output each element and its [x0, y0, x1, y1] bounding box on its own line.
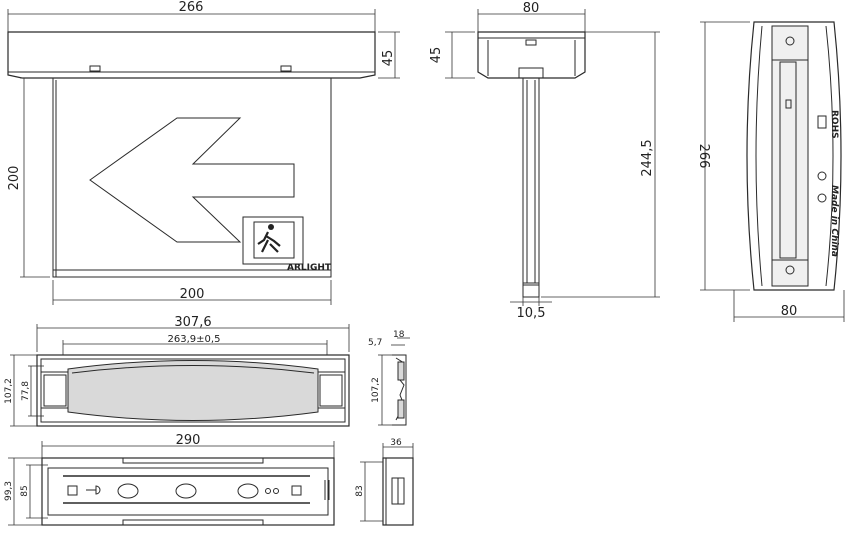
bottom-side-dim-a: 5,7	[368, 338, 382, 348]
mount-length-dim: 290	[176, 433, 201, 448]
bottom-total-length-dim: 307,6	[174, 315, 211, 330]
rohs-label: ROHS	[829, 110, 839, 139]
side-view: 80 45 244,5 10,5	[429, 1, 660, 321]
bottom-side-view: 5,7 18 107,2	[368, 330, 410, 426]
rear-length-dim: 266	[696, 144, 711, 169]
arrow-left-icon	[89, 117, 295, 243]
bottom-view: 307,6 263,9±0,5 107,2 77,8	[4, 315, 350, 427]
front-height-top-dim: 45	[381, 50, 396, 67]
side-width-dim: 80	[523, 1, 540, 16]
mount-inner-height-dim: 85	[20, 485, 30, 496]
front-width-dim: 266	[179, 0, 204, 15]
bottom-side-height-dim: 107,2	[371, 377, 381, 403]
keyhole-icon	[86, 485, 101, 495]
bottom-inner-length-dim: 263,9±0,5	[168, 334, 221, 345]
side-stem-width-dim: 10,5	[517, 306, 546, 321]
side-stem-height-dim: 244,5	[640, 139, 655, 176]
brand-logo: ARLIGHT	[287, 263, 332, 273]
made-in-label: Made in China	[829, 185, 839, 257]
side-height-top-dim: 45	[429, 47, 444, 64]
bottom-side-dim-b: 18	[393, 330, 405, 340]
rear-width-dim: 80	[781, 304, 798, 319]
front-panel-width-dim: 200	[180, 287, 205, 302]
mount-side-view: 36 83	[355, 438, 414, 526]
mount-side-width-dim: 36	[390, 438, 402, 448]
mount-view: 290 99,3 85	[4, 433, 335, 526]
rear-view: 266 ROHS Made in China 80	[696, 21, 845, 322]
bottom-total-height-dim: 107,2	[4, 378, 14, 404]
front-view: 266 45 ARLIGHT 200 200	[7, 0, 400, 305]
exit-sign-icon	[242, 216, 304, 265]
front-panel-height-dim: 200	[7, 166, 22, 191]
bottom-inner-height-dim: 77,8	[21, 381, 31, 401]
mount-side-height-dim: 83	[355, 485, 365, 496]
mount-total-height-dim: 99,3	[4, 481, 14, 501]
